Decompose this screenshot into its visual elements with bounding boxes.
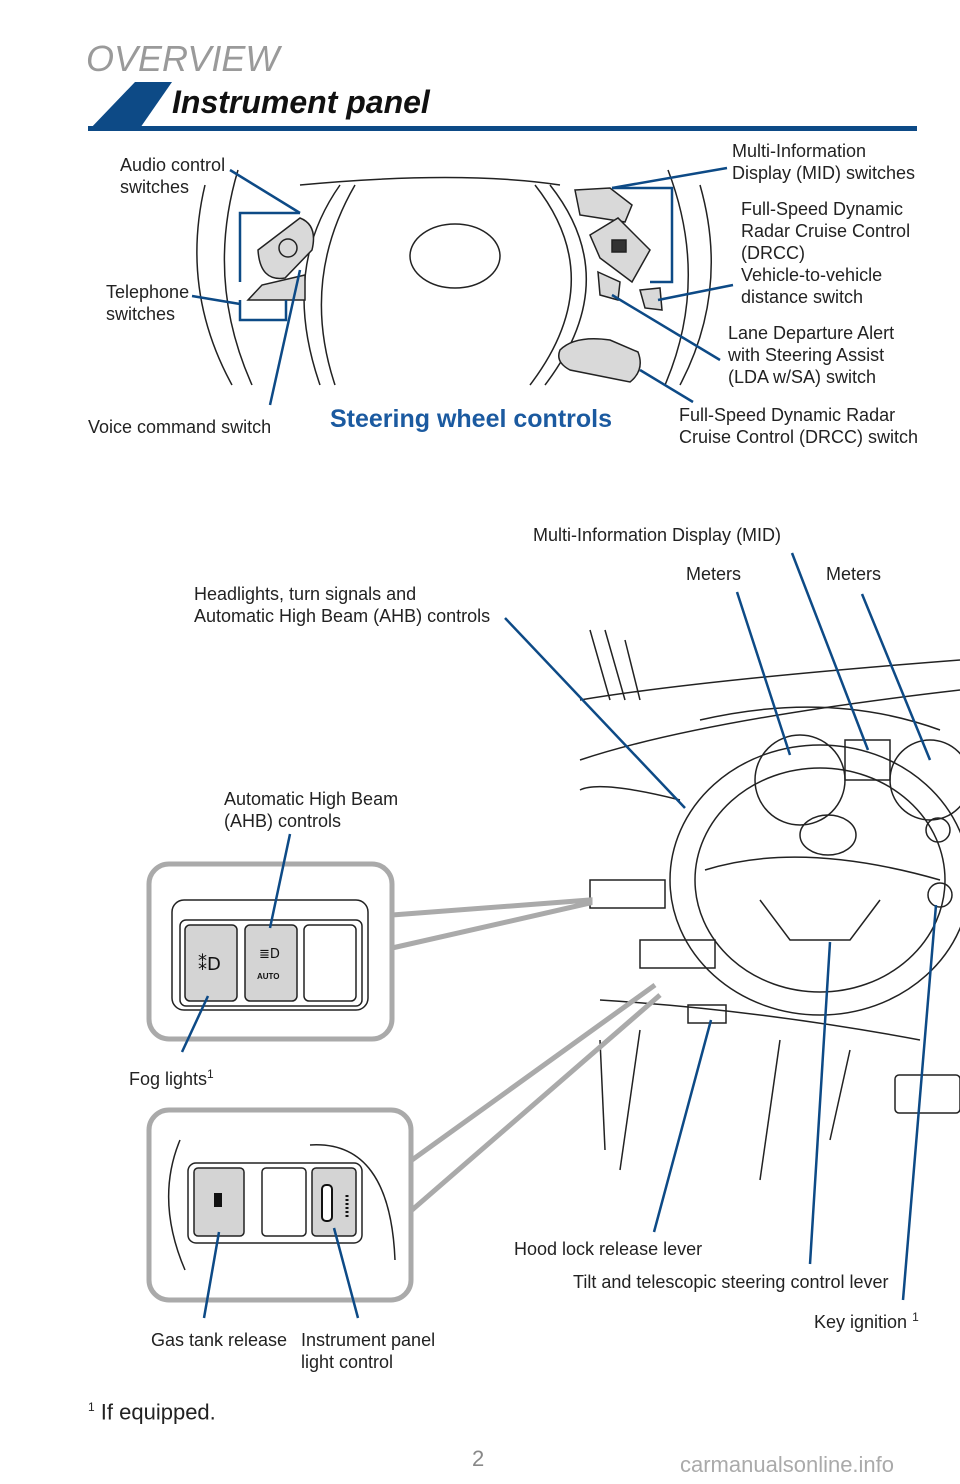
page-number: 2 (472, 1446, 485, 1471)
ahb-label: Automatic High Beam (AHB) controls (224, 789, 399, 831)
steering-controls-caption: Steering wheel controls (330, 405, 613, 433)
ahb-switch (244, 924, 298, 1002)
dash-callout-lines (180, 552, 938, 1319)
footnote-mark: 1 (912, 1310, 919, 1324)
auto-text: AUTO (257, 972, 280, 981)
footnote-mark: 1 (207, 1067, 214, 1081)
audio-switches-label: Audio control switches (120, 155, 226, 197)
mid-label: Multi-Information Display (MID) (533, 525, 782, 545)
fuel-pump-icon (214, 1193, 222, 1207)
fog-text: Fog lights (129, 1069, 208, 1089)
key-text: Key ignition (814, 1312, 908, 1332)
tilt-lever-label: Tilt and telescopic steering control lev… (573, 1272, 889, 1292)
panel-light-dial (311, 1167, 357, 1237)
panel-light-label: Instrument panel light control (301, 1330, 436, 1372)
meters-left-label: Meters (686, 564, 742, 584)
mid-switches-label: Multi-Information Display (MID) switches (732, 141, 916, 183)
ahb-fog-switch-panel: ⁑D ≣D AUTO (146, 861, 593, 1042)
high-beam-icon: ≣D (259, 947, 280, 962)
hood-release-label: Hood lock release lever (514, 1239, 703, 1259)
blank-switch (303, 924, 357, 1002)
steering-wheel-drawing (196, 169, 712, 386)
telephone-switches-label: Telephone switches (106, 282, 190, 324)
fog-lights-label: Fog lights1 (129, 1063, 214, 1090)
page-title: Instrument panel (172, 84, 430, 120)
footnote: 1 If equipped. (88, 1394, 216, 1425)
headlights-label: Headlights, turn signals and Automatic H… (194, 584, 491, 626)
watermark: carmanualsonline.info (680, 1452, 895, 1477)
gas-tank-label: Gas tank release (151, 1330, 288, 1350)
lda-label: Lane Departure Alert with Steering Assis… (728, 323, 895, 387)
section-label: OVERVIEW (86, 38, 280, 79)
dashboard-drawing (579, 629, 960, 1181)
steering-callout-lines (191, 166, 734, 406)
key-ignition-label: Key ignition 1 (814, 1306, 919, 1333)
drcc-switch-label: Full-Speed Dynamic Radar Cruise Control … (679, 405, 919, 447)
fog-light-icon: ⁑D (198, 953, 221, 975)
footnote-mark: 1 (88, 1400, 95, 1414)
footnote-text: If equipped. (94, 1399, 216, 1425)
drcc-distance-label: Full-Speed Dynamic Radar Cruise Control … (741, 199, 911, 307)
header-bar (88, 82, 917, 131)
fog-light-switch (184, 924, 238, 1002)
voice-command-label: Voice command switch (88, 417, 272, 437)
meters-right-label: Meters (826, 564, 882, 584)
